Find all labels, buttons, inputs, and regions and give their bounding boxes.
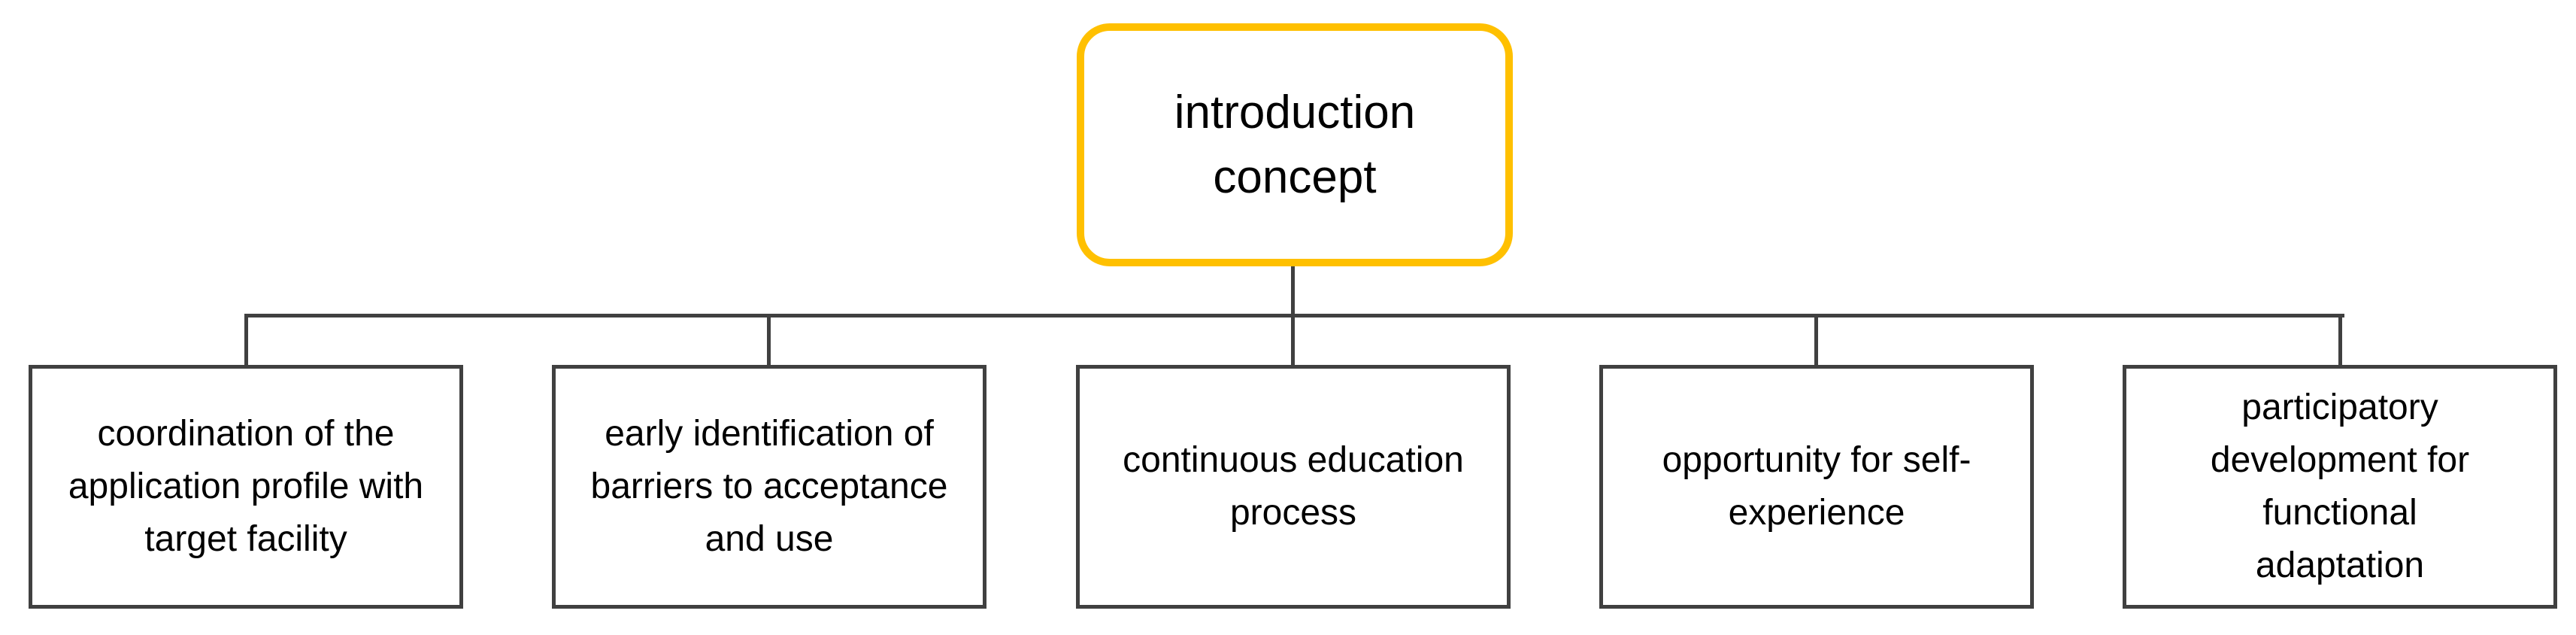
child-node-early-identification: early identification of barriers to acce… xyxy=(552,365,986,609)
child-node-coordination: coordination of the application profile … xyxy=(29,365,463,609)
child-node-self-experience: opportunity for self-experience xyxy=(1599,365,2034,609)
child-node-label: coordination of the application profile … xyxy=(68,414,424,559)
root-node: introduction concept xyxy=(1077,23,1513,266)
child-node-label: participatory development for functional… xyxy=(2210,387,2470,585)
child-3-stem-connector xyxy=(1291,314,1295,365)
root-stem-connector xyxy=(1291,266,1295,318)
child-node-label: early identification of barriers to acce… xyxy=(590,414,948,559)
child-node-continuous-education: continuous education process xyxy=(1076,365,1511,609)
child-node-label: opportunity for self-experience xyxy=(1662,440,1971,533)
child-node-participatory-development: participatory development for functional… xyxy=(2123,365,2557,609)
child-2-stem-connector xyxy=(767,314,771,365)
child-node-label: continuous education process xyxy=(1123,440,1464,533)
child-5-stem-connector xyxy=(2338,314,2342,365)
child-1-stem-connector xyxy=(244,314,248,365)
child-4-stem-connector xyxy=(1814,314,1818,365)
root-node-label: introduction concept xyxy=(1174,86,1416,203)
